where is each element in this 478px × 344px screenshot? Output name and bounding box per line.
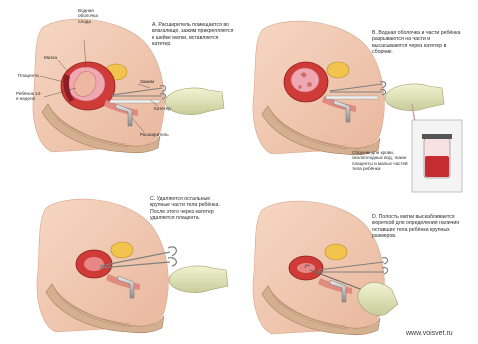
collector-lid bbox=[422, 134, 452, 139]
bladder bbox=[327, 62, 349, 78]
label-dilator: Расширитель bbox=[140, 132, 169, 137]
collector-blood bbox=[425, 156, 449, 177]
panel-d-caption: D. Полость матки выскабливается кюреткой… bbox=[372, 214, 462, 239]
bladder bbox=[325, 244, 347, 260]
catheter bbox=[326, 96, 378, 99]
label-collector: Сборник для крови, околоплодных вод, тка… bbox=[352, 150, 410, 172]
label-catheter: Катетер bbox=[154, 106, 171, 111]
label-uterus: Матка bbox=[44, 55, 57, 60]
bladder bbox=[111, 242, 133, 258]
label-fetus: Ребёнок 14-я неделя bbox=[16, 91, 44, 102]
amniotic-sac bbox=[291, 68, 319, 92]
panel-b-caption: B. Водная оболочка и части ребёнка разры… bbox=[372, 30, 462, 55]
glove-hand bbox=[169, 266, 228, 293]
panel-a-caption: A. Расширитель помещается во влагалище, … bbox=[152, 22, 236, 47]
uterine-cavity bbox=[84, 257, 104, 271]
glove-hand bbox=[385, 84, 444, 111]
label-clamp: Зажим bbox=[140, 79, 154, 84]
panel-c-caption: C. Удаляются остальные крупные части тел… bbox=[150, 196, 220, 221]
catheter bbox=[110, 100, 160, 103]
label-amnion: Водная оболочка плода bbox=[78, 8, 108, 24]
watermark: www.voisvet.ru bbox=[406, 330, 453, 337]
label-placenta: Плацента bbox=[18, 73, 39, 78]
glove-hand bbox=[165, 88, 224, 115]
